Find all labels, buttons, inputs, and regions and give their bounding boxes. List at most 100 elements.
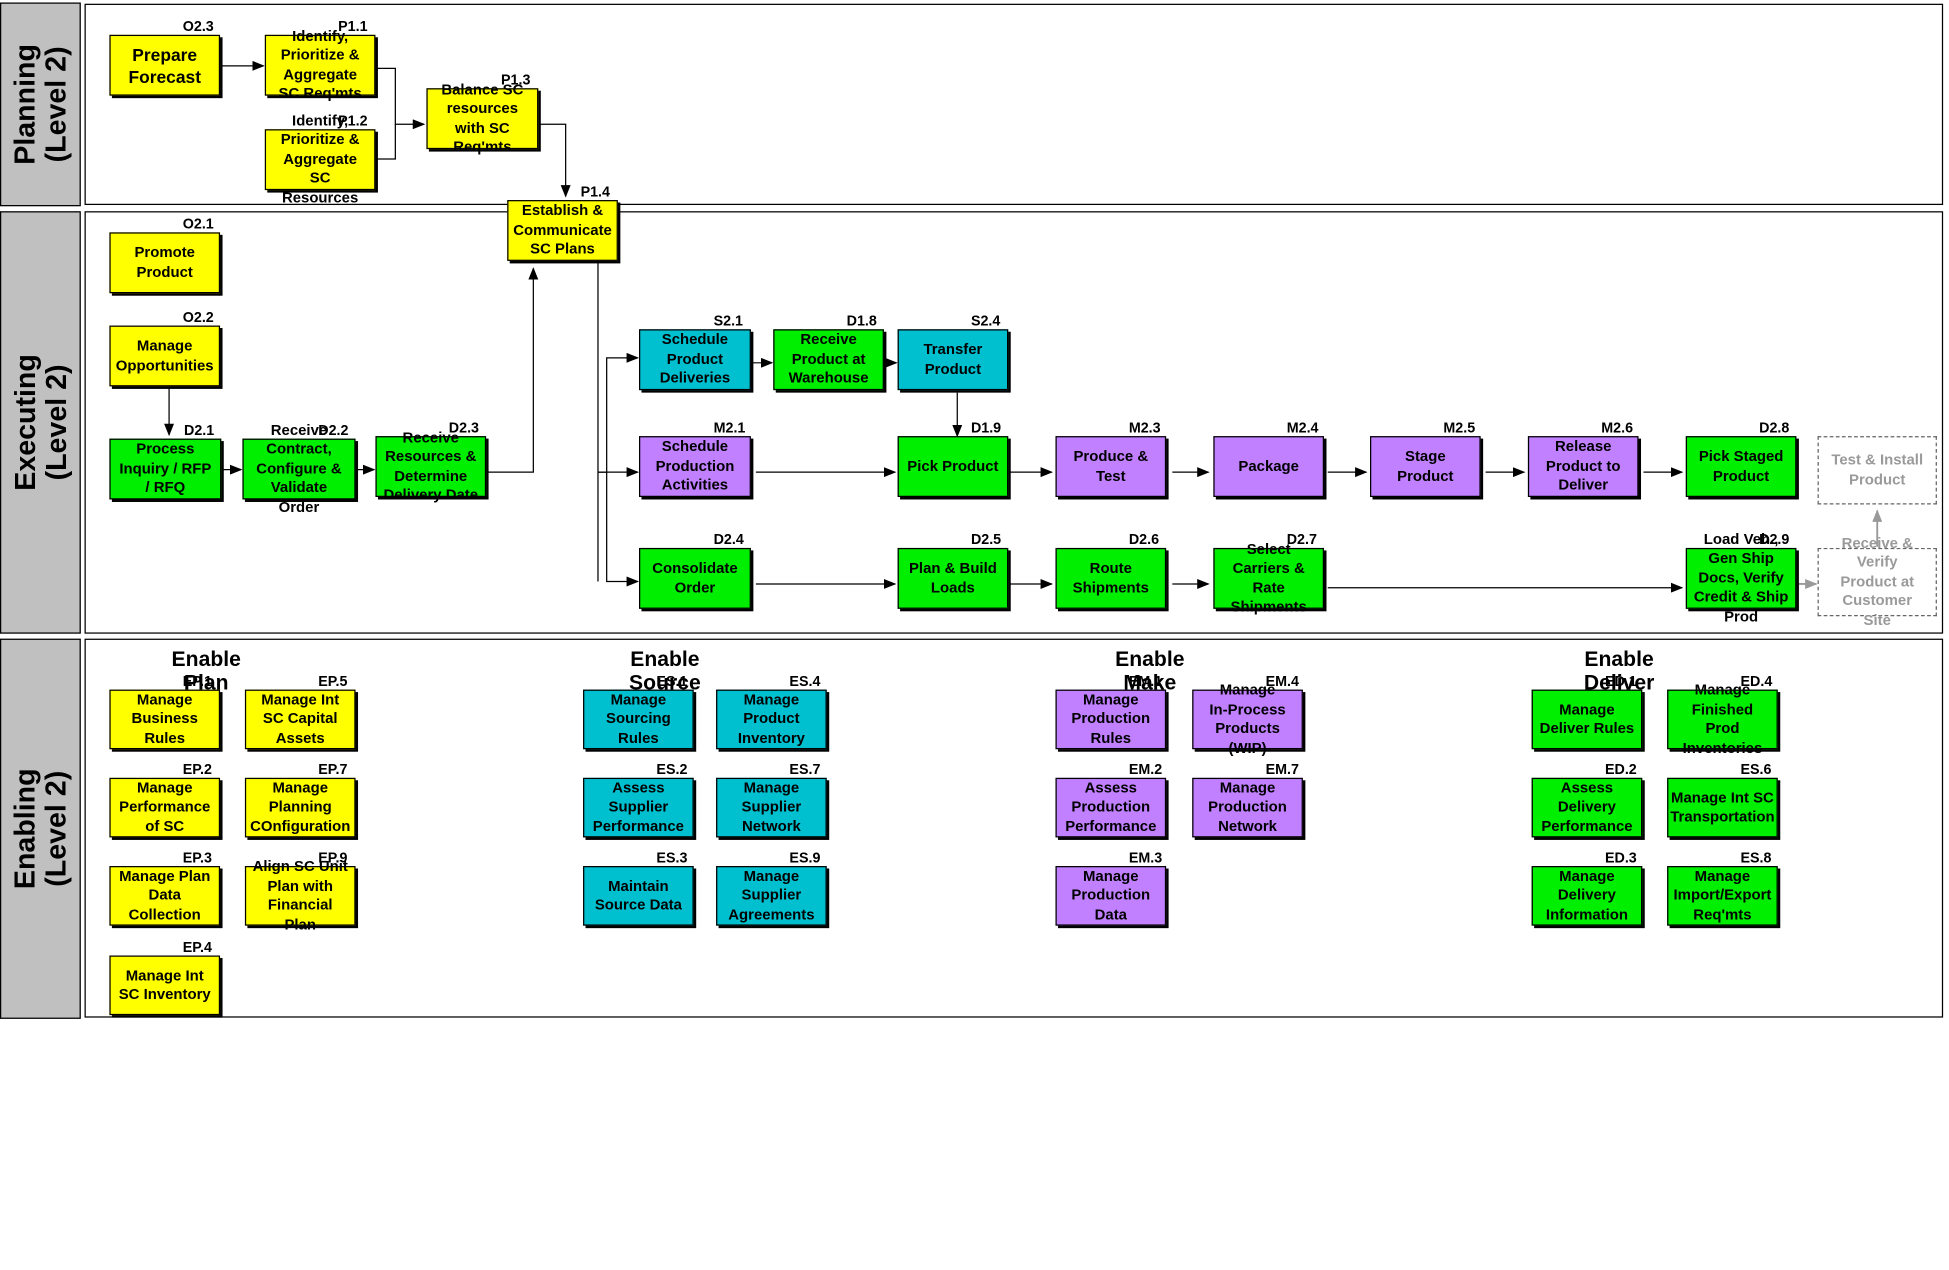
process-d2-7[interactable]: Select Carriers & Rate Shipments xyxy=(1213,540,1325,615)
process-ep-1[interactable]: Manage Business Rules xyxy=(109,689,221,750)
process-ep-5[interactable]: Manage Int SC Capital Assets xyxy=(244,689,356,750)
process-code: EP.7 xyxy=(318,762,348,778)
process-d2-1[interactable]: Process Inquiry / RFP / RFQ xyxy=(109,438,222,500)
process-d2-9[interactable]: Load Veh., Gen Ship Docs, Verify Credit … xyxy=(1685,530,1797,625)
process-code: ED.1 xyxy=(1604,674,1637,690)
process-ed-3[interactable]: Manage Delivery Information xyxy=(1531,866,1643,926)
process-code: EM.7 xyxy=(1265,762,1299,778)
process-label: Manage Sourcing Rules xyxy=(606,690,671,747)
process-es-9[interactable]: Manage Supplier Agreements xyxy=(716,866,827,926)
process-em-3[interactable]: Manage Production Data xyxy=(1055,866,1167,926)
process-s2-1[interactable]: Schedule Product Deliveries xyxy=(639,329,751,391)
process-code: ED.2 xyxy=(1604,762,1637,778)
process-em-7[interactable]: Manage Production Network xyxy=(1192,777,1303,838)
process-ep-4[interactable]: Manage Int SC Inventory xyxy=(109,955,221,1016)
process-ep-7[interactable]: Manage Planning COnfiguration xyxy=(244,777,356,838)
process-m2-3[interactable]: Produce & Test xyxy=(1055,436,1167,497)
process-em-4[interactable]: Manage In-Process Products (WIP) xyxy=(1192,681,1303,756)
process-es-4[interactable]: Manage Product Inventory xyxy=(716,689,827,750)
process-ed-4[interactable]: Manage Finished Prod Inventories xyxy=(1667,681,1778,756)
process-ed-2[interactable]: Assess Delivery Performance xyxy=(1531,777,1643,838)
process-p1-4[interactable]: Establish & Communicate SC Plans xyxy=(507,200,618,261)
process-label: Manage Import/Export Req'mts xyxy=(1673,866,1772,923)
process-code: EP.1 xyxy=(182,674,212,690)
process-label: Prepare Forecast xyxy=(128,44,201,87)
process-code: ES.6 xyxy=(1740,762,1772,778)
process-d2-3[interactable]: Receive Resources & Determine Delivery D… xyxy=(375,428,487,503)
process-em-2[interactable]: Assess Production Performance xyxy=(1055,777,1167,838)
process-label: Align SC Unit Plan with Financial Plan xyxy=(252,857,348,933)
process-s2-4[interactable]: Transfer Product xyxy=(897,329,1009,391)
process-code: ED.4 xyxy=(1740,674,1773,690)
process-code: M2.4 xyxy=(1286,421,1319,437)
process-es-6[interactable]: Manage Int SC Transportation xyxy=(1667,777,1778,838)
process-label: Manage Int SC Inventory xyxy=(118,966,211,1003)
process-label: Identify, Prioritize & Aggregate SC Reso… xyxy=(280,111,360,206)
process-code: P1.1 xyxy=(338,19,368,35)
arrow-to-s21 xyxy=(597,352,640,473)
process-m2-5[interactable]: Stage Product xyxy=(1370,436,1481,497)
process-label: Route Shipments xyxy=(1072,559,1149,596)
process-code: M2.6 xyxy=(1601,421,1634,437)
process-code: M2.3 xyxy=(1128,421,1161,437)
process-label: Pick Staged Product xyxy=(1698,447,1784,484)
process-label: Manage Plan Data Collection xyxy=(119,866,211,923)
process-d2-8[interactable]: Pick Staged Product xyxy=(1685,436,1797,497)
process-ep-2[interactable]: Manage Performance of SC xyxy=(109,777,221,838)
process-p1-2[interactable]: Identify, Prioritize & Aggregate SC Reso… xyxy=(264,112,376,206)
process-p1-3[interactable]: Balance SC resources with SC Req'mts xyxy=(426,80,539,155)
process-es-1[interactable]: Manage Sourcing Rules xyxy=(583,689,694,750)
process-code: ES.8 xyxy=(1740,851,1772,867)
process-es-7[interactable]: Manage Supplier Network xyxy=(716,777,827,838)
process-p1-1[interactable]: Identify, Prioritize & Aggregate SC Req'… xyxy=(264,27,376,102)
process-code: EP.5 xyxy=(318,674,348,690)
process-es-8[interactable]: Manage Import/Export Req'mts xyxy=(1667,866,1778,926)
lane-executing xyxy=(84,211,1944,634)
process-code: ES.3 xyxy=(656,851,688,867)
process-code: ES.2 xyxy=(656,762,688,778)
process-em-1[interactable]: Manage Production Rules xyxy=(1055,689,1167,750)
process-d2-6[interactable]: Route Shipments xyxy=(1055,547,1167,609)
process-es-3[interactable]: Maintain Source Data xyxy=(583,866,694,926)
process-code: EP.2 xyxy=(182,762,212,778)
process-label: Manage Supplier Agreements xyxy=(728,866,815,923)
process-d2-4[interactable]: Consolidate Order xyxy=(639,547,751,609)
lane-label-planning: Planning (Level 2) xyxy=(0,2,81,207)
process-d2-2[interactable]: Receive Contract, Configure & Validate O… xyxy=(242,421,356,515)
process-code: D2.6 xyxy=(1128,533,1160,548)
process-m2-1[interactable]: Schedule Production Activities xyxy=(639,436,751,497)
process-label: Establish & Communicate SC Plans xyxy=(513,201,612,258)
process-label: Plan & Build Loads xyxy=(908,559,997,596)
process-es-2[interactable]: Assess Supplier Performance xyxy=(583,777,694,838)
process-ep-3[interactable]: Manage Plan Data Collection xyxy=(109,866,221,926)
process-d1-8[interactable]: Receive Product at Warehouse xyxy=(773,329,884,391)
process-label: Process Inquiry / RFP / RFQ xyxy=(119,440,212,497)
process-code: D2.7 xyxy=(1286,533,1317,548)
process-ed-1[interactable]: Manage Deliver Rules xyxy=(1531,689,1643,750)
process-code: ED.3 xyxy=(1604,851,1637,867)
process-code: P1.3 xyxy=(501,73,531,89)
process-label: Manage Int SC Transportation xyxy=(1670,788,1775,826)
process-m2-6[interactable]: Release Product to Deliver xyxy=(1527,436,1639,497)
process-code: D1.9 xyxy=(970,421,1002,437)
process-label: Manage Production Data xyxy=(1071,866,1151,923)
process-code: ES.4 xyxy=(789,674,821,690)
process-code: P1.4 xyxy=(580,185,611,201)
process-ep-9[interactable]: Align SC Unit Plan with Financial Plan xyxy=(244,857,356,932)
process-code: O2.3 xyxy=(182,19,214,35)
process-o2-3[interactable]: Prepare Forecast xyxy=(109,34,221,96)
process-label: Receive Resources & Determine Delivery D… xyxy=(383,428,479,504)
process-d1-9[interactable]: Pick Product xyxy=(897,436,1009,497)
lane-label-executing: Executing (Level 2) xyxy=(0,211,81,634)
process-code: P1.2 xyxy=(338,114,368,130)
process-d2-5[interactable]: Plan & Build Loads xyxy=(897,547,1009,609)
process-code: EP.4 xyxy=(182,940,212,956)
process-o2-1[interactable]: Promote Product xyxy=(109,232,221,294)
process-code: M2.1 xyxy=(713,421,746,437)
process-label: Identify, Prioritize & Aggregate SC Req'… xyxy=(278,26,362,102)
process-m2-4[interactable]: Package xyxy=(1213,436,1325,497)
process-label: Schedule Product Deliveries xyxy=(659,330,731,387)
process-o2-2[interactable]: Manage Opportunities xyxy=(109,325,221,387)
process-code: EM.1 xyxy=(1128,674,1163,690)
